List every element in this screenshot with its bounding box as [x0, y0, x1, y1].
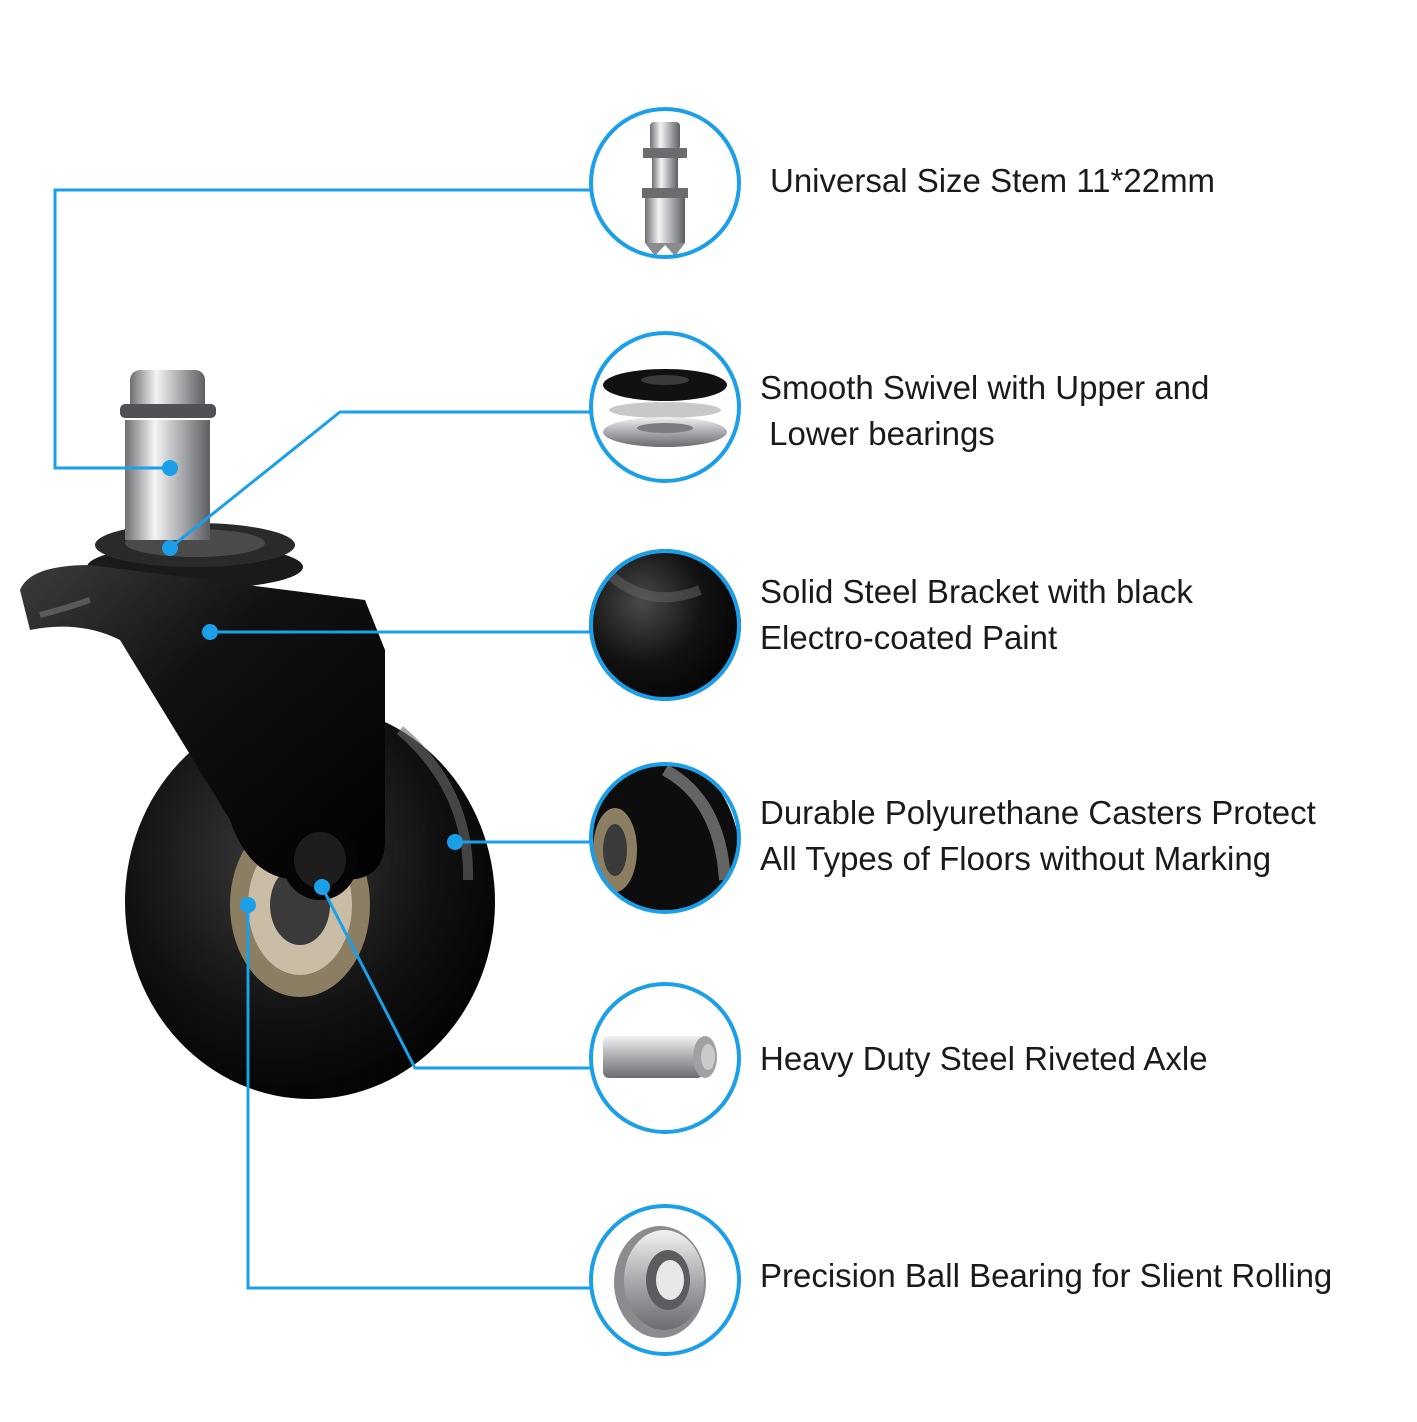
- feature-line: Smooth Swivel with Upper and: [760, 369, 1210, 406]
- feature-line: Universal Size Stem 11*22mm: [770, 162, 1216, 199]
- stem: [125, 420, 210, 540]
- bracket-icon: [589, 549, 741, 701]
- leader-line-stem: [53, 188, 590, 470]
- feature-line: Heavy Duty Steel Riveted Axle: [760, 1040, 1208, 1077]
- stem-icon: [589, 107, 741, 259]
- feature-bearing-text: Precision Ball Bearing for Slient Rollin…: [760, 1253, 1332, 1299]
- axle-icon: [589, 982, 741, 1134]
- feature-line: Electro-coated Paint: [760, 619, 1058, 656]
- bracket: [20, 565, 385, 880]
- feature-axle-text: Heavy Duty Steel Riveted Axle: [760, 1036, 1208, 1082]
- wheel-icon: [589, 762, 741, 914]
- feature-swivel-text: Smooth Swivel with Upper and Lower beari…: [760, 365, 1209, 457]
- feature-line: Durable Polyurethane Casters Protect: [760, 794, 1316, 831]
- feature-line: Lower bearings: [760, 415, 995, 452]
- caster-illustration: [20, 370, 495, 1099]
- feature-line: Precision Ball Bearing for Slient Rollin…: [760, 1257, 1333, 1294]
- ball-bearing-icon: [589, 1204, 741, 1356]
- leader-dots: [162, 460, 463, 913]
- feature-line: Solid Steel Bracket with black: [760, 573, 1193, 610]
- feature-wheel-text: Durable Polyurethane Casters Protect All…: [760, 790, 1316, 882]
- leader-line-swivel: [169, 410, 590, 550]
- leader-line-bearing: [246, 905, 590, 1290]
- swivel-bearing-icon: [589, 331, 741, 483]
- feature-bracket-text: Solid Steel Bracket with black Electro-c…: [760, 569, 1193, 661]
- leader-lines: [53, 188, 590, 1290]
- leader-line-axle: [320, 886, 590, 1070]
- feature-line: All Types of Floors without Marking: [760, 840, 1272, 877]
- feature-stem-text: Universal Size Stem 11*22mm: [770, 158, 1215, 204]
